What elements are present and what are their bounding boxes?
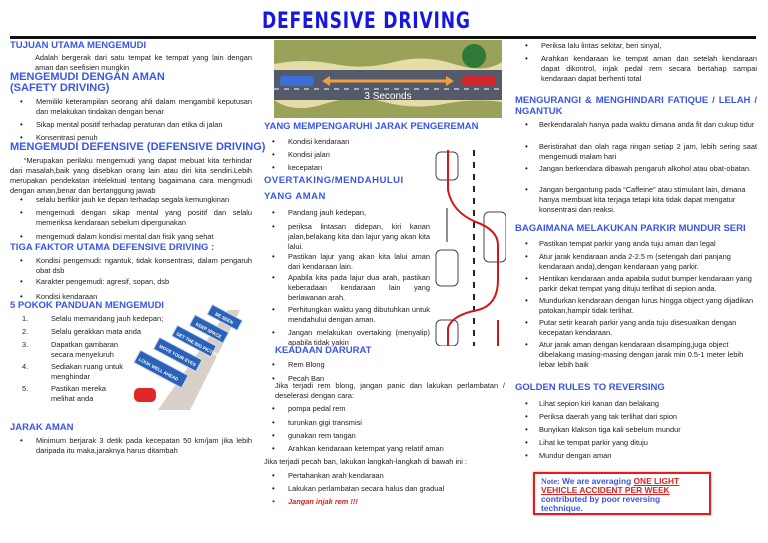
list-item: Pastikan tempat parkir yang anda tuju am… [515, 239, 757, 249]
list-item: Mundurkan kendaraan dengan lurus hingga … [515, 296, 757, 316]
list-item: Kondisi kendaraan [10, 292, 252, 302]
heading-parkir: BAGAIMANA MELAKUKAN PARKIR MUNDUR SERI [515, 223, 746, 234]
heading-pengereman: YANG MEMPENGARUHI JARAK PENGEREMAN [264, 121, 479, 132]
list-item: Pecah Ban [262, 374, 422, 384]
heading-defensive: MENGEMUDI DEFENSIVE (DEFENSIVE DRIVING) [10, 141, 266, 153]
road-signs-image: BE SEEN KEEP SPACE GET THE BIG PICTURE M… [133, 303, 244, 410]
heading-tiga: TIGA FAKTOR UTAMA DEFENSIVE DRIVING : [10, 242, 215, 253]
list-item: Pertahankan arah kendaraan [262, 471, 502, 481]
list-item: Pandang jauh kedepan, [262, 208, 430, 218]
heading-darurat: KEADAAN DARURAT [275, 345, 372, 356]
heading-golden: GOLDEN RULES TO REVERSING [515, 382, 665, 393]
defensive-text: “Merupakan perilaku mengemudi yang dapat… [10, 156, 252, 195]
list-item: periksa lintasan didepan, kiri kanan jal… [262, 222, 430, 252]
overtaking-diagram [435, 150, 506, 346]
pecah-ban-text: Jika terjadi pecah ban, lakukan langkah-… [264, 457, 467, 466]
list-item: Periksa lalu lintas sekitar, beri sinyal… [515, 41, 757, 51]
list-item: Periksa daerah yang tak terlihat dari sp… [515, 412, 757, 422]
list-item: Apabila kita pada lajur dua arah, pastik… [262, 273, 430, 303]
three-seconds-image: 3 Seconds [274, 40, 502, 118]
list-item: mengemudi dengan sikap mental yang posit… [10, 208, 252, 228]
note-box: Note: We are averaging ONE LIGHT VEHICLE… [533, 472, 711, 515]
list-item: Atur jarak kendaraan anda 2-2.5 m (seten… [515, 252, 757, 272]
list-item: Perhitungkan waktu yang dibutuhkan untuk… [262, 305, 430, 325]
list-item: Jangan berkendara dibawah pengaruh alkoh… [515, 164, 757, 174]
note-post: contributed by poor reversing technique. [541, 494, 661, 513]
list-item: gunakan rem tangan [262, 431, 502, 441]
list-item: selalu berfikir jauh ke depan terhadap s… [10, 195, 252, 205]
list-item: Arahkan kendaraan ketempat yang relatif … [262, 444, 502, 454]
note-highlight: ONE LIGHT VEHICLE ACCIDENT PER WEEK [541, 476, 680, 495]
list-item: Beristirahat dan olah raga ringan setiap… [515, 142, 757, 162]
heading-fatigue: MENGURANGI & MENGHINDARI FATIQUE / LELAH… [515, 95, 757, 117]
list-item: pompa pedal rem [262, 404, 502, 414]
list-item: Jangan melakukan overtaking (menyalip) a… [262, 328, 430, 348]
darurat-text: Jika terjadi rem blong, jangan panic dan… [275, 381, 505, 400]
list-item: Hentikan kendaraan anda apabila sudut bu… [515, 274, 757, 294]
list-item: Arahkan kendaraan ke tempat aman dan set… [515, 54, 757, 84]
list-item: Karakter pengemudi: agresif, sopan, dsb [10, 277, 252, 287]
list-item: Jangan bergantung pada “Caffeine” atau s… [515, 185, 757, 215]
warning-item: Jangan injak rem !!! [262, 497, 502, 507]
heading-safety: MENGEMUDI DENGAN AMAN (SAFETY DRIVING) [10, 71, 165, 94]
numbered-item: 4.Sediakan ruang untuk menghindar [22, 362, 123, 381]
numbered-item: 3.Dapatkan gambaran secara menyeluruh [22, 340, 118, 359]
list-item: kecepatan [262, 163, 422, 173]
list-item: Kondisi jalan [262, 150, 422, 160]
list-item: Putar setir kearah parkir yang anda tuju… [515, 318, 757, 338]
heading-pokok: 5 POKOK PANDUAN MENGEMUDI [10, 300, 164, 311]
list-item: Minimum berjarak 3 detik pada kecepatan … [10, 436, 252, 456]
heading-overtaking: OVERTAKING/MENDAHULUI YANG AMAN [264, 175, 404, 202]
list-item: Mundur dengan aman [515, 451, 757, 461]
list-item: Lakukan perlambatan secara halus dan gra… [262, 484, 502, 494]
numbered-item: 2.Selalu gerakkan mata anda [22, 327, 141, 336]
image-label: 3 Seconds [364, 91, 411, 102]
note-pre: We are averaging [561, 476, 632, 486]
tujuan-text: Adalah bergerak dari satu tempat ke temp… [35, 53, 252, 72]
header-divider [10, 36, 756, 39]
page-title: DEFENSIVE DRIVING [262, 9, 471, 34]
list-item: Kondisi kendaraan [262, 137, 422, 147]
list-item: Memiliki keterampilan seorang ahli dalam… [10, 97, 252, 117]
list-item: Bunyikan klakson tiga kali sebelum mundu… [515, 425, 757, 435]
list-item: Atur jarak aman dengan kendaraan disampi… [515, 340, 757, 370]
note-label: Note: [541, 477, 560, 486]
heading-jarak: JARAK AMAN [10, 422, 74, 433]
blue-car-icon [280, 76, 314, 86]
list-item: Konsentrasi penuh [10, 133, 252, 143]
list-item: Pastikan lajur yang akan kita lalui aman… [262, 252, 430, 272]
car-icon [134, 388, 156, 402]
list-item: Sikap mental positif terhadap peraturan … [10, 120, 252, 130]
list-item: Berkendaralah hanya pada waktu dimana an… [515, 120, 757, 130]
list-item: mengemudi dalam kondisi mental dan fisik… [10, 232, 252, 242]
numbered-item: 5.Pastikan mereka melihat anda [22, 384, 107, 403]
list-item: Lihat sepion kiri kanan dan belakang [515, 399, 757, 409]
tree-icon [462, 44, 486, 68]
list-item: Rem Blong [262, 360, 422, 370]
list-item: turunkan gigi transmisi [262, 418, 502, 428]
numbered-item: 1.Selalu memandang jauh kedepan; [22, 314, 164, 323]
red-car-icon [462, 76, 496, 86]
heading-tujuan: TUJUAN UTAMA MENGEMUDI [10, 40, 147, 51]
list-item: Kondisi pengemudi: ngantuk, tidak konsen… [10, 256, 252, 276]
list-item: Lihat ke tempat parkir yang dituju [515, 438, 757, 448]
